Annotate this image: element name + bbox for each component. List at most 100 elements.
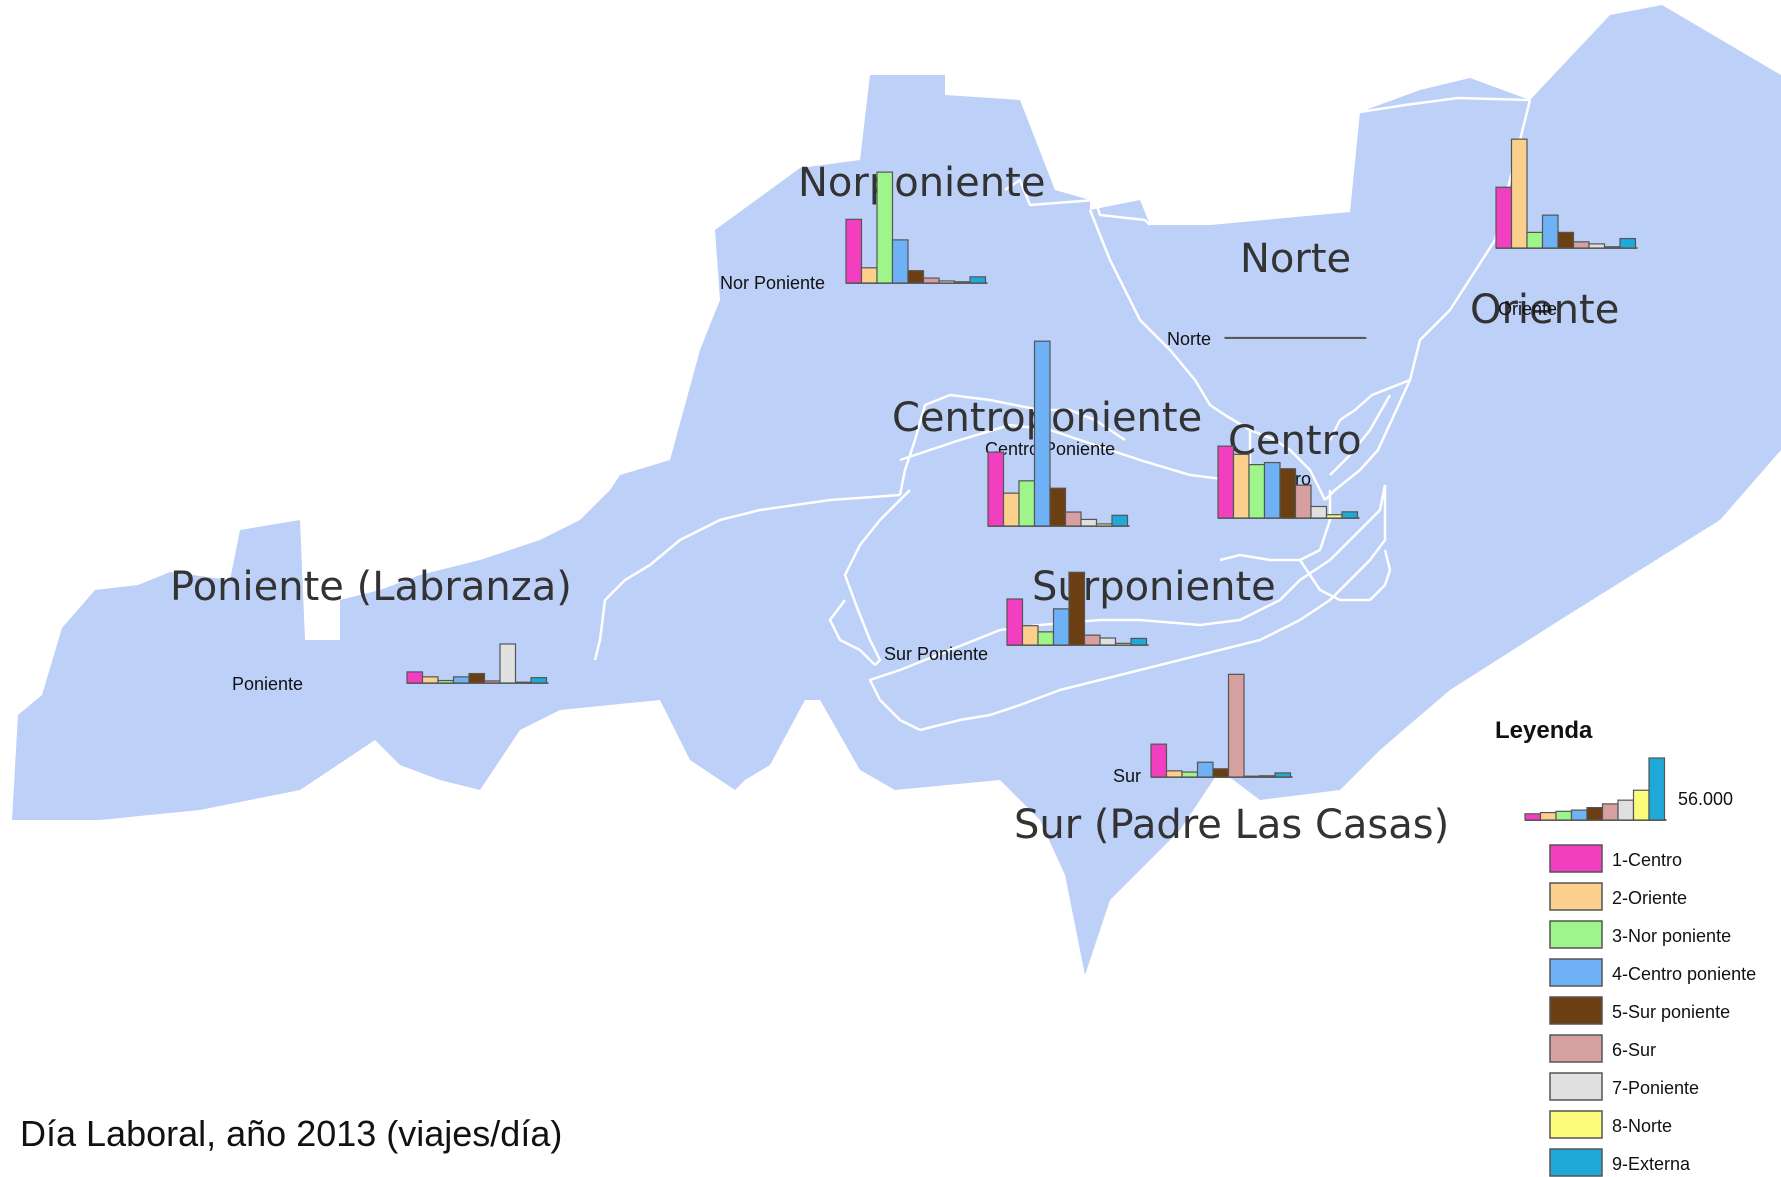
chart-bar [891, 239, 909, 284]
chart-bar [938, 280, 956, 284]
chart-bar [1130, 637, 1148, 646]
chart-bar [1286, 336, 1304, 339]
chart-bar [987, 451, 1005, 527]
zone-title-sur: Sur (Padre Las Casas) [1014, 802, 1449, 848]
chart-bar [1006, 598, 1024, 646]
chart-bar [1310, 505, 1328, 519]
map-land [12, 5, 1781, 975]
chart-bar [1224, 336, 1242, 339]
chart-bar [406, 671, 424, 684]
legend-scale-bar [1632, 789, 1650, 821]
chart-bar [1181, 771, 1199, 778]
chart-bar [514, 681, 532, 684]
zone-label-poniente: Poniente [232, 674, 303, 694]
chart-bar [1603, 246, 1621, 249]
chart-bar [1526, 231, 1544, 249]
boundary-line [1249, 428, 1327, 501]
zone-title-centro: Centro [1228, 418, 1362, 464]
chart-bar [1095, 523, 1113, 527]
zone-boundaries [593, 96, 1532, 732]
chart-bar [1099, 637, 1117, 646]
legend-swatch [1549, 882, 1603, 911]
chart-bar [1018, 480, 1036, 527]
chart-bar [1052, 608, 1070, 646]
chart-bar [845, 218, 863, 284]
chart-bar [483, 680, 501, 684]
legend-swatch [1549, 1110, 1603, 1139]
legend-scale-bar [1539, 811, 1557, 821]
legend-item-label: 4-Centro poniente [1612, 964, 1756, 984]
boundary-line [1328, 378, 1411, 441]
legend-scale-chart [1524, 757, 1667, 821]
chart-bar [1317, 336, 1335, 339]
legend-item-label: 2-Oriente [1612, 888, 1687, 908]
boundary-line [898, 404, 927, 496]
legend-swatch [1549, 920, 1603, 949]
legend-item-label: 8-Norte [1612, 1116, 1672, 1136]
chart-bar [1232, 453, 1250, 519]
zone-chart-surponiente [1006, 571, 1149, 646]
chart-bar [1263, 461, 1281, 519]
zone-chart-centroponiente [987, 340, 1130, 527]
chart-bar [1196, 761, 1214, 778]
zone-charts [406, 138, 1638, 778]
chart-bar [437, 679, 455, 684]
map-region-main [12, 5, 1781, 975]
legend-scale-bar [1617, 799, 1635, 821]
chart-bar [1021, 625, 1039, 646]
chart-bar [876, 171, 894, 284]
chart-bar [468, 672, 486, 684]
zone-title-oriente: Oriente [1470, 287, 1619, 333]
boundary-line [919, 485, 1387, 732]
chart-bar [1080, 518, 1098, 527]
legend-swatch [1549, 996, 1603, 1025]
chart-bar [1248, 464, 1266, 519]
chart-bar [1274, 772, 1292, 778]
chart-bar [1150, 743, 1168, 778]
chart-bar [1294, 484, 1312, 519]
legend-title: Leyenda [1495, 717, 1593, 744]
chart-bar [499, 643, 517, 684]
zone-title-poniente: Poniente (Labranza) [170, 564, 572, 610]
chart-bar [1037, 631, 1055, 646]
chart-bar [1557, 231, 1575, 249]
chart-bar [1348, 336, 1366, 339]
chart-bar [1258, 775, 1276, 778]
boundary-line [1004, 178, 1151, 226]
chart-bar [1165, 770, 1183, 778]
zone-chart-poniente [406, 643, 549, 684]
legend-scale-bar [1524, 813, 1542, 821]
legend-swatch [1549, 1072, 1603, 1101]
chart-bar [1255, 336, 1273, 339]
chart-bar [1227, 673, 1245, 778]
chart-bar [922, 277, 940, 284]
zone-chart-oriente [1495, 138, 1638, 249]
boundary-line [843, 489, 911, 666]
chart-bar [1049, 487, 1067, 527]
chart-bar [1332, 336, 1350, 339]
chart-bar [1270, 336, 1288, 339]
legend-scale-value: 56.000 [1678, 789, 1733, 809]
chart-bar [1341, 511, 1359, 519]
chart-bar [452, 676, 470, 684]
zone-title-norponiente: Norponiente [798, 160, 1045, 206]
legend-item-label: 1-Centro [1612, 850, 1682, 870]
legend-item-label: 5-Sur poniente [1612, 1002, 1730, 1022]
legend-item-label: 9-Externa [1612, 1154, 1691, 1174]
chart-bar [1064, 511, 1082, 527]
legend-swatch [1549, 1148, 1603, 1177]
chart-bar [1212, 768, 1230, 778]
chart-bar [1572, 241, 1590, 249]
chart-bar [1239, 336, 1257, 339]
chart-bar [1495, 186, 1513, 249]
chart-bar [907, 270, 925, 284]
chart-bar [1541, 214, 1559, 249]
zone-chart-centro [1217, 445, 1360, 519]
chart-bar [1325, 514, 1343, 519]
boundary-line [868, 484, 1387, 732]
zone-title-norte: Norte [1240, 236, 1351, 282]
chart-bar [1279, 468, 1297, 519]
